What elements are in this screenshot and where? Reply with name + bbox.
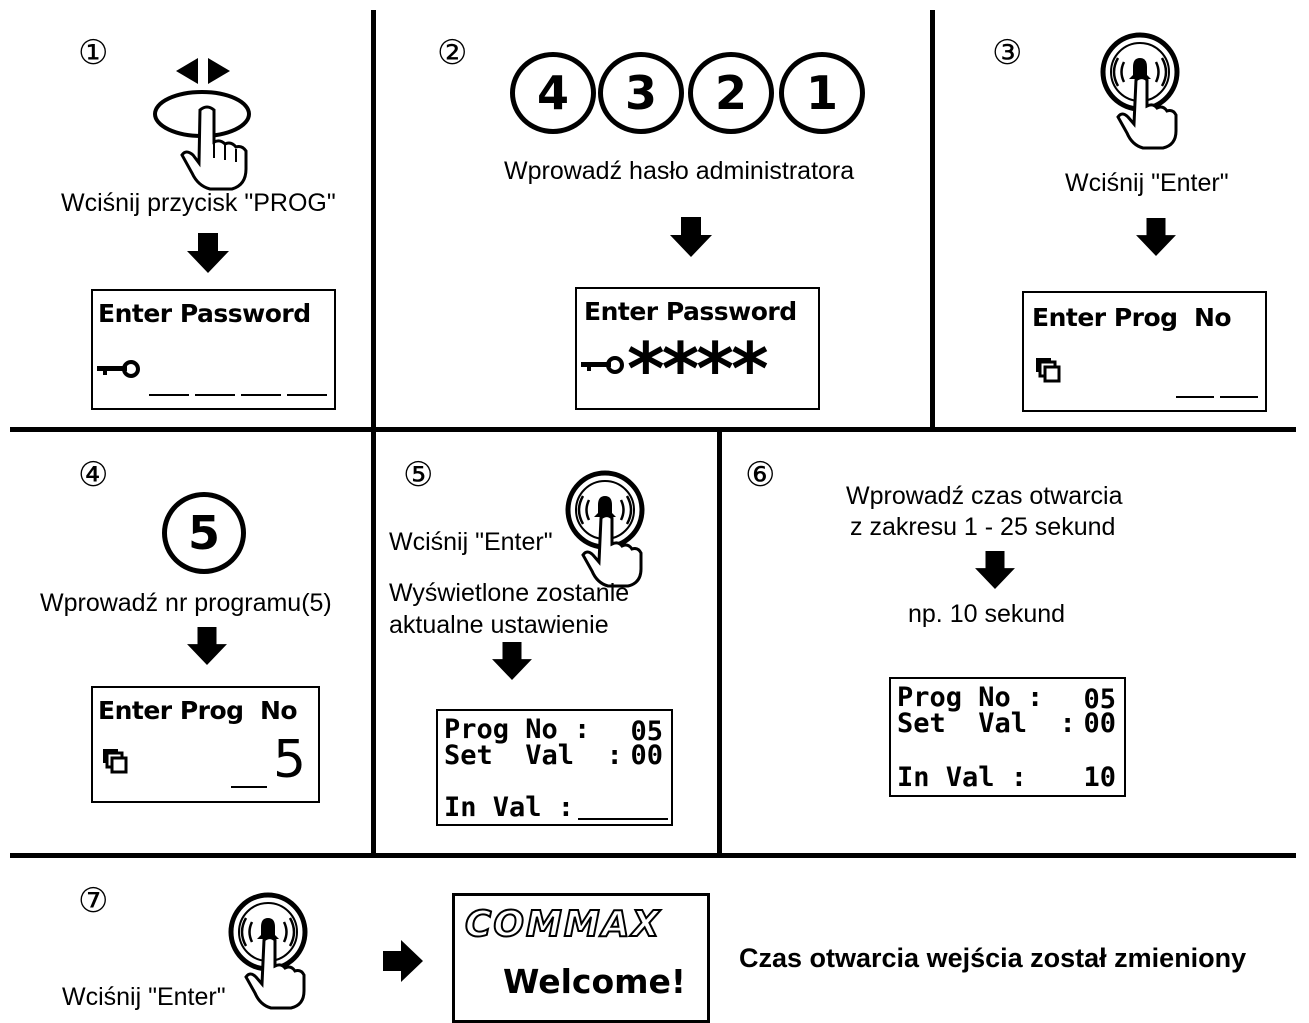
- enter-button-press-icon: [1100, 32, 1180, 150]
- lcd-in-value: 10: [1083, 762, 1116, 793]
- result-message: Czas otwarcia wejścia został zmieniony: [739, 943, 1247, 973]
- step-7-caption: Wciśnij "Enter": [62, 983, 226, 1011]
- password-slot: [149, 394, 189, 396]
- digit-circle-4: 4: [510, 52, 596, 134]
- step-2-caption: Wprowadź hasło administratora: [504, 157, 855, 185]
- down-arrow-icon: [1136, 218, 1176, 256]
- digit-circle-5: 5: [162, 492, 246, 574]
- prog-slot: [1176, 396, 1214, 398]
- key-icon: [581, 356, 624, 374]
- step-5-caption-line-2: aktualne ustawienie: [389, 611, 609, 639]
- lcd-screen-4: Enter Prog No 5: [91, 686, 320, 803]
- in-value-slot: [578, 818, 668, 820]
- divider-2-3: [930, 10, 935, 430]
- step-3-caption: Wciśnij "Enter": [1065, 169, 1229, 197]
- right-arrow-icon: [383, 940, 423, 982]
- lcd-title: Enter Prog No: [1032, 303, 1232, 332]
- lcd-screen-5: Prog No : 05 Set Val : 00 In Val :: [436, 709, 673, 826]
- divider-1-2: [371, 10, 376, 430]
- down-arrow-icon: [492, 642, 532, 680]
- step-3-number: ③: [992, 33, 1023, 73]
- enter-button-press-icon: [228, 892, 308, 1010]
- step-6-caption-line-2: z zakresu 1 - 25 sekund: [850, 513, 1116, 541]
- step-6-number: ⑥: [745, 455, 776, 495]
- down-arrow-icon: [975, 551, 1015, 589]
- step-6-example: np. 10 sekund: [908, 600, 1066, 628]
- lcd-title: Enter Prog No: [98, 696, 298, 725]
- password-slot: [195, 394, 235, 396]
- lcd-screen-2: Enter Password ****: [575, 287, 820, 410]
- lcd-screen-6: Prog No : 05 Set Val : 00 In Val : 10: [889, 677, 1126, 797]
- step-6-caption-line-1: Wprowadź czas otwarcia: [846, 482, 1123, 510]
- step-2-number: ②: [437, 33, 468, 73]
- step-4-caption: Wprowadź nr programu(5): [40, 589, 332, 617]
- down-arrow-icon: [187, 233, 229, 273]
- divider-row2: [10, 853, 1296, 858]
- down-arrow-icon: [670, 217, 712, 257]
- prog-slot: [231, 786, 267, 788]
- lcd-in-label: In Val :: [897, 762, 1028, 793]
- digit-circle-3: 3: [598, 52, 684, 134]
- step-5-number: ⑤: [403, 455, 434, 495]
- program-list-icon: [103, 749, 128, 774]
- lcd-prog-label: Prog No :: [897, 682, 1044, 713]
- lcd-prog-value: 05: [1083, 684, 1116, 715]
- welcome-text: Welcome!: [503, 962, 686, 1001]
- lcd-in-label: In Val :: [444, 792, 575, 823]
- digit-circle-1: 1: [779, 52, 865, 134]
- lcd-screen-welcome: COMMAX Welcome!: [452, 893, 710, 1023]
- lcd-screen-1: Enter Password: [91, 289, 336, 410]
- step-5-enter-caption: Wciśnij "Enter": [389, 528, 553, 556]
- key-icon: [97, 360, 140, 378]
- password-slot: [287, 394, 327, 396]
- lcd-set-value: 00: [630, 740, 663, 771]
- down-arrow-icon: [187, 627, 227, 665]
- arrow-left-right-icon: [176, 58, 230, 84]
- divider-5-6: [717, 430, 722, 856]
- lcd-prog-label: Prog No :: [444, 714, 591, 745]
- lcd-set-label: Set Val :: [897, 708, 1076, 739]
- program-number-value: 5: [273, 730, 307, 790]
- password-mask: ****: [627, 327, 769, 411]
- program-list-icon: [1036, 358, 1061, 383]
- prog-button-press-icon: [153, 90, 251, 191]
- lcd-set-label: Set Val :: [444, 740, 623, 771]
- lcd-set-value: 00: [1083, 708, 1116, 739]
- lcd-screen-3: Enter Prog No: [1022, 291, 1267, 412]
- lcd-title: Enter Password: [584, 297, 797, 326]
- step-5-caption-line-1: Wyświetlone zostanie: [389, 579, 630, 607]
- step-7-number: ⑦: [78, 881, 109, 921]
- password-slot: [241, 394, 281, 396]
- commax-logo: COMMAX: [464, 903, 662, 946]
- divider-row1: [10, 427, 1296, 432]
- enter-button-press-icon: [565, 470, 645, 588]
- digit-circle-2: 2: [688, 52, 774, 134]
- lcd-prog-value: 05: [630, 716, 663, 747]
- step-1-number: ①: [78, 33, 109, 73]
- prog-slot: [1220, 396, 1258, 398]
- step-4-number: ④: [78, 455, 109, 495]
- step-1-caption: Wciśnij przycisk "PROG": [61, 189, 336, 217]
- divider-4-5: [371, 430, 376, 856]
- lcd-title: Enter Password: [98, 299, 311, 328]
